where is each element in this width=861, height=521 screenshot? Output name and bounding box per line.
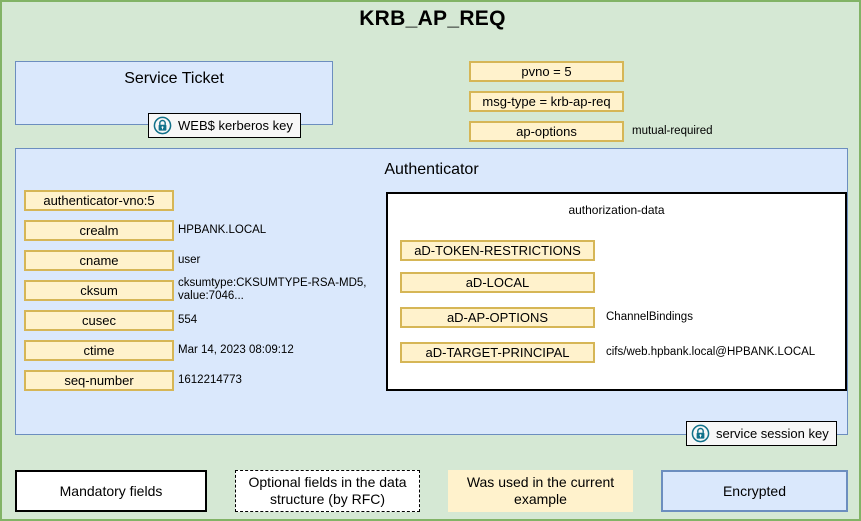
- field-ap-options: ap-options: [469, 121, 624, 142]
- field-seq-number: seq-number: [24, 370, 174, 391]
- field-cksum: cksum: [24, 280, 174, 301]
- legend-encrypted: Encrypted: [661, 470, 848, 512]
- service-session-key-label: service session key: [716, 426, 829, 441]
- service-ticket-key-label: WEB$ kerberos key: [178, 118, 293, 133]
- service-ticket-key-badge: WEB$ kerberos key: [148, 113, 301, 138]
- field-ad-ap-options: aD-AP-OPTIONS: [400, 307, 595, 328]
- field-ad-target-principal-value: cifs/web.hpbank.local@HPBANK.LOCAL: [606, 346, 816, 358]
- field-seq-number-value: 1612214773: [178, 374, 242, 386]
- field-ap-options-value: mutual-required: [632, 125, 713, 137]
- lock-icon: [691, 424, 710, 443]
- field-ctime: ctime: [24, 340, 174, 361]
- field-cname-value: user: [178, 254, 201, 266]
- service-session-key-badge: service session key: [686, 421, 837, 446]
- field-ad-ap-options-value: ChannelBindings: [606, 311, 693, 323]
- field-ctime-value: Mar 14, 2023 08:09:12: [178, 344, 294, 356]
- field-crealm: crealm: [24, 220, 174, 241]
- service-ticket-label: Service Ticket: [124, 70, 224, 87]
- field-authenticator-vno: authenticator-vno:5: [24, 190, 174, 211]
- field-ad-target-principal: aD-TARGET-PRINCIPAL: [400, 342, 595, 363]
- page-title: KRB_AP_REQ: [359, 7, 506, 30]
- field-pvno: pvno = 5: [469, 61, 624, 82]
- authenticator-label: Authenticator: [384, 161, 479, 178]
- legend-mandatory-fields: Mandatory fields: [15, 470, 207, 512]
- field-ad-token-restrictions: aD-TOKEN-RESTRICTIONS: [400, 240, 595, 261]
- field-cusec-value: 554: [178, 314, 198, 326]
- field-msg-type: msg-type = krb-ap-req: [469, 91, 624, 112]
- authorization-data-label: authorization-data: [568, 203, 665, 217]
- lock-icon: [153, 116, 172, 135]
- field-cksum-value: cksumtype:CKSUMTYPE-RSA-MD5, value:7046.…: [178, 277, 367, 302]
- field-cname: cname: [24, 250, 174, 271]
- legend-optional-fields: Optional fields in the data structure (b…: [235, 470, 420, 512]
- field-ad-local: aD-LOCAL: [400, 272, 595, 293]
- field-cusec: cusec: [24, 310, 174, 331]
- legend-used-in-example: Was used in the current example: [448, 470, 633, 512]
- field-crealm-value: HPBANK.LOCAL: [178, 224, 267, 236]
